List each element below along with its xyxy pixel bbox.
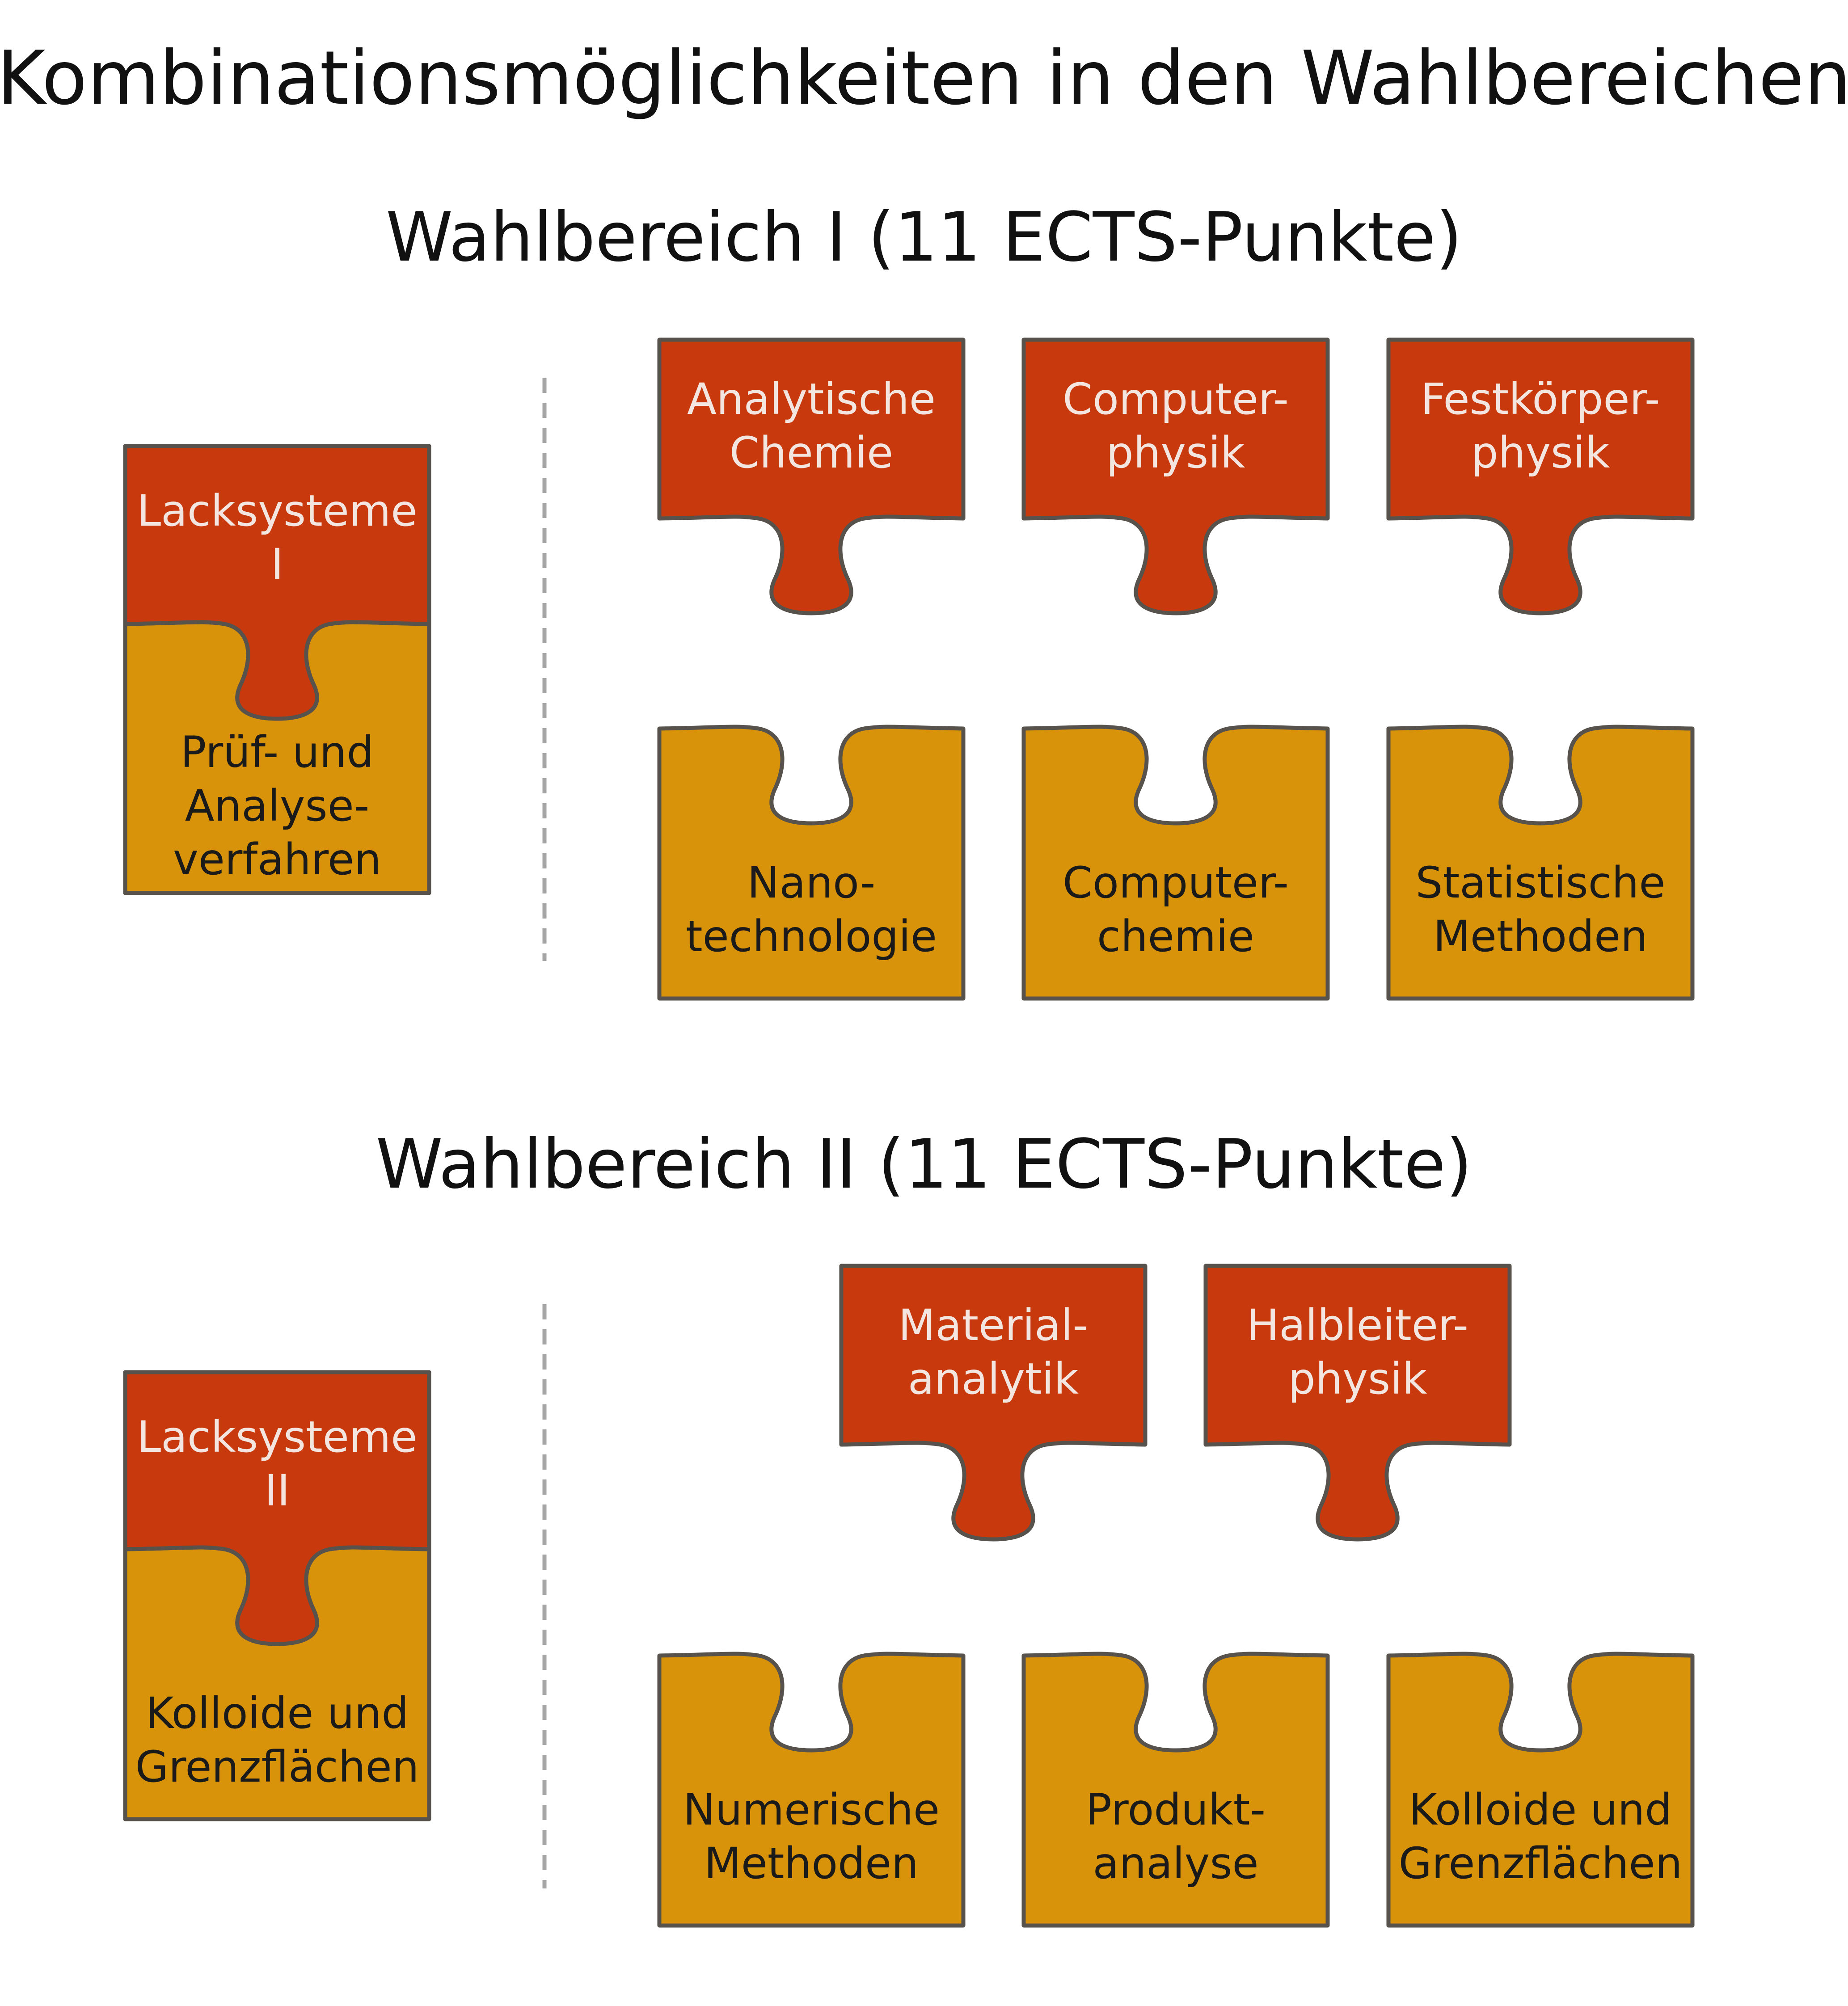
option-bottom-piece [657,1652,966,1928]
fixed-module-top-label-line: I [271,539,283,590]
fixed-module-top-label-line: II [265,1466,290,1516]
option-bottom-label-line: technologie [686,911,937,961]
section-heading-wahlbereich-2: Wahlbereich II (11 ECTS-Punkte) [376,1125,1472,1204]
fixed-module-top-label-line: Lacksysteme [137,486,418,536]
fixed-module-bottom-label-line: Grenzflächen [135,1742,419,1792]
fixed-module-bottom-label-line: Analyse- [185,781,370,831]
option-top-piece [657,337,966,615]
option-top-piece [839,1264,1148,1542]
option-top-label-line: analytik [908,1354,1079,1404]
option-bottom-label-line: Statistische [1416,858,1666,908]
option-bottom-piece [1021,1652,1330,1928]
fixed-module-top-piece [123,444,431,721]
option-bottom-label-line: chemie [1097,911,1254,961]
option-bottom-label-line: Computer- [1063,858,1289,908]
option-bottom-label-line: Numerische [683,1785,940,1835]
option-top-label: Computer-physik [1063,374,1289,478]
option-bottom-label-line: Kolloide und [1409,1785,1672,1835]
page-title: Kombinationsmöglichkeiten in den Wahlber… [0,35,1848,122]
option-top-label: Festkörper-physik [1421,374,1660,478]
option-bottom-label-line: Grenzflächen [1399,1838,1683,1888]
option-top-label-line: physik [1471,428,1610,478]
option-top-label-line: Festkörper- [1421,374,1660,424]
option-top-label-line: physik [1106,428,1245,478]
option-bottom-piece [1386,1652,1695,1928]
fixed-module-top-piece [123,1370,431,1646]
fixed-module-bottom-label-line: Prüf- und [181,727,374,777]
option-top-label-line: Halbleiter- [1247,1300,1468,1350]
option-bottom-label-line: Produkt- [1086,1785,1266,1835]
option-top-label: Halbleiter-physik [1247,1300,1468,1404]
option-top-piece [1386,337,1695,615]
section-heading-wahlbereich-1: Wahlbereich I (11 ECTS-Punkte) [386,198,1462,277]
fixed-module-bottom-label-line: Kolloide und [146,1688,409,1738]
option-bottom-label: Nano-technologie [686,858,937,961]
option-top-label-line: Analytische [687,374,936,424]
option-bottom-piece [1386,725,1695,1001]
option-top-piece [1021,337,1330,615]
option-bottom-piece [657,725,966,1001]
option-top-label-line: Computer- [1063,374,1289,424]
option-top-piece [1203,1264,1512,1542]
option-bottom-label: Produkt-analyse [1086,1785,1266,1888]
option-bottom-piece [1021,725,1330,1001]
option-bottom-label: Computer-chemie [1063,858,1289,961]
option-bottom-label-line: Methoden [704,1838,919,1888]
option-top-label: Material-analytik [899,1300,1089,1404]
option-top-label-line: Chemie [730,428,893,478]
option-top-label-line: physik [1288,1354,1427,1404]
fixed-module-top-label-line: Lacksysteme [137,1412,418,1462]
option-bottom-label-line: analyse [1093,1838,1258,1888]
option-bottom-label-line: Nano- [747,858,876,908]
option-top-label-line: Material- [899,1300,1089,1350]
option-bottom-label-line: Methoden [1433,911,1648,961]
fixed-module-bottom-label-line: verfahren [173,834,381,885]
